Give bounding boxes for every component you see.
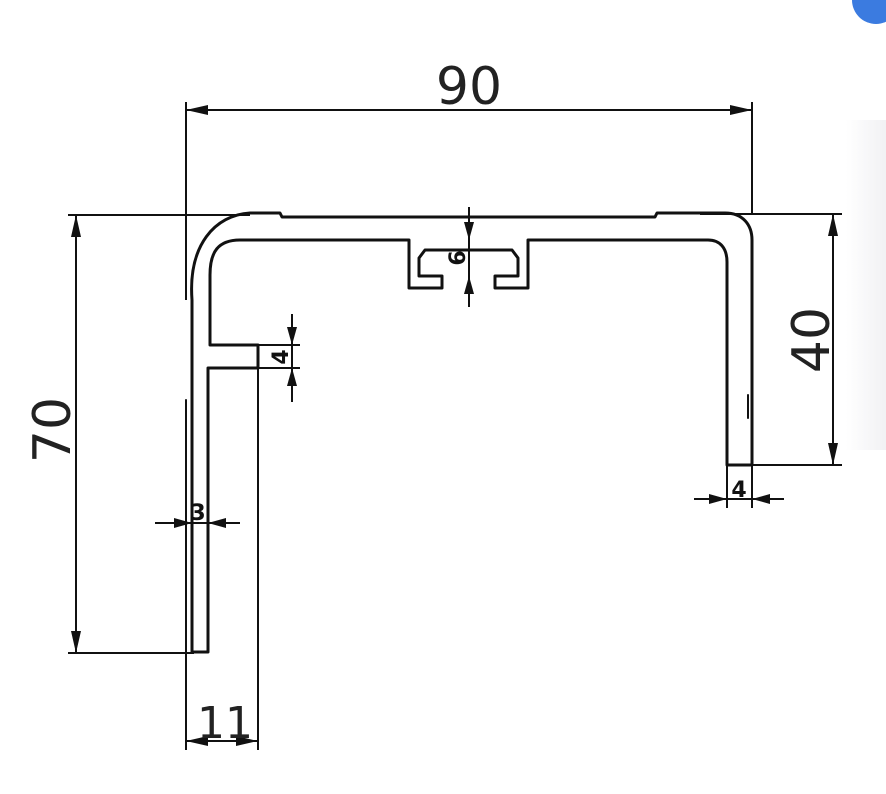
dim-90-label: 90 xyxy=(436,57,502,117)
profile-outline xyxy=(190,211,754,654)
arrowhead xyxy=(186,105,208,115)
arrowhead xyxy=(828,214,838,236)
arrowhead xyxy=(186,736,208,746)
arrowhead xyxy=(464,222,474,240)
arrowhead xyxy=(208,518,226,528)
arrowhead xyxy=(236,736,258,746)
arrowhead xyxy=(464,276,474,294)
arrowhead xyxy=(730,105,752,115)
dim-70-label: 70 xyxy=(23,397,83,463)
arrowhead xyxy=(287,368,297,386)
arrowhead xyxy=(174,518,192,528)
dim-4-right-label: 4 xyxy=(731,478,746,503)
arrowhead xyxy=(752,494,770,504)
arrowhead xyxy=(287,327,297,345)
dim-3-label: 3 xyxy=(190,501,205,526)
arrowhead xyxy=(71,631,81,653)
dim-11-label: 11 xyxy=(197,698,253,749)
dim-4-lip-label: 4 xyxy=(269,349,294,364)
dim-6-label: 6 xyxy=(446,250,471,265)
dim-40-label: 40 xyxy=(782,307,842,373)
background-shading xyxy=(846,120,886,450)
arrowhead xyxy=(709,494,727,504)
arrowhead xyxy=(828,443,838,465)
arrowhead xyxy=(71,215,81,237)
